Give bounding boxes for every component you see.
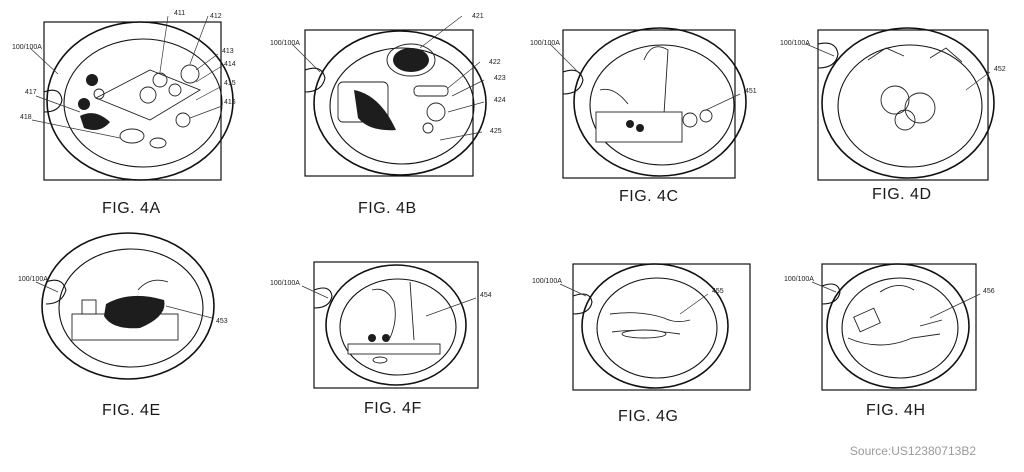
ref-412: 412 — [210, 13, 222, 20]
ref-423: 423 — [494, 75, 506, 82]
figure-4f-drawing — [301, 261, 479, 389]
ref-451: 451 — [745, 88, 757, 95]
figure-4h-drawing — [811, 263, 981, 391]
figure-4d-drawing — [805, 27, 995, 181]
device-label-4f: 100/100A — [270, 280, 300, 287]
device-label-4h: 100/100A — [784, 276, 814, 283]
ref-425: 425 — [490, 128, 502, 135]
ref-424: 424 — [494, 97, 506, 104]
figure-4c-drawing — [549, 27, 747, 179]
source-label: Source:US12380713B2 — [849, 444, 976, 458]
caption-fig-4d: FIG. 4D — [872, 186, 932, 203]
ref-414: 414 — [224, 61, 236, 68]
ref-456: 456 — [983, 288, 995, 295]
ref-454: 454 — [480, 292, 492, 299]
caption-fig-4e: FIG. 4E — [102, 402, 161, 419]
caption-fig-4h: FIG. 4H — [866, 402, 926, 419]
ref-415: 415 — [224, 80, 236, 87]
ref-455: 455 — [712, 288, 724, 295]
caption-fig-4f: FIG. 4F — [364, 400, 422, 417]
device-label-4a: 100/100A — [12, 44, 42, 51]
figure-4e-drawing — [35, 232, 215, 380]
ref-416: 416 — [224, 99, 236, 106]
figure-4a-drawing — [29, 15, 234, 181]
device-label-4d: 100/100A — [780, 40, 810, 47]
ref-421: 421 — [472, 13, 484, 20]
figure-4b-drawing — [291, 15, 487, 177]
caption-fig-4b: FIG. 4B — [358, 200, 417, 217]
device-label-4g: 100/100A — [532, 278, 562, 285]
ref-413: 413 — [222, 48, 234, 55]
ref-411: 411 — [174, 10, 186, 17]
caption-fig-4g: FIG. 4G — [618, 408, 679, 425]
ref-452: 452 — [994, 66, 1006, 73]
caption-fig-4c: FIG. 4C — [619, 188, 679, 205]
ref-417: 417 — [25, 89, 37, 96]
device-label-4b: 100/100A — [270, 40, 300, 47]
ref-418: 418 — [20, 114, 32, 121]
device-label-4c: 100/100A — [530, 40, 560, 47]
figure-4g-drawing — [559, 263, 751, 391]
ref-453: 453 — [216, 318, 228, 325]
caption-fig-4a: FIG. 4A — [102, 200, 161, 217]
device-label-4e: 100/100A — [18, 276, 48, 283]
ref-422: 422 — [489, 59, 501, 66]
